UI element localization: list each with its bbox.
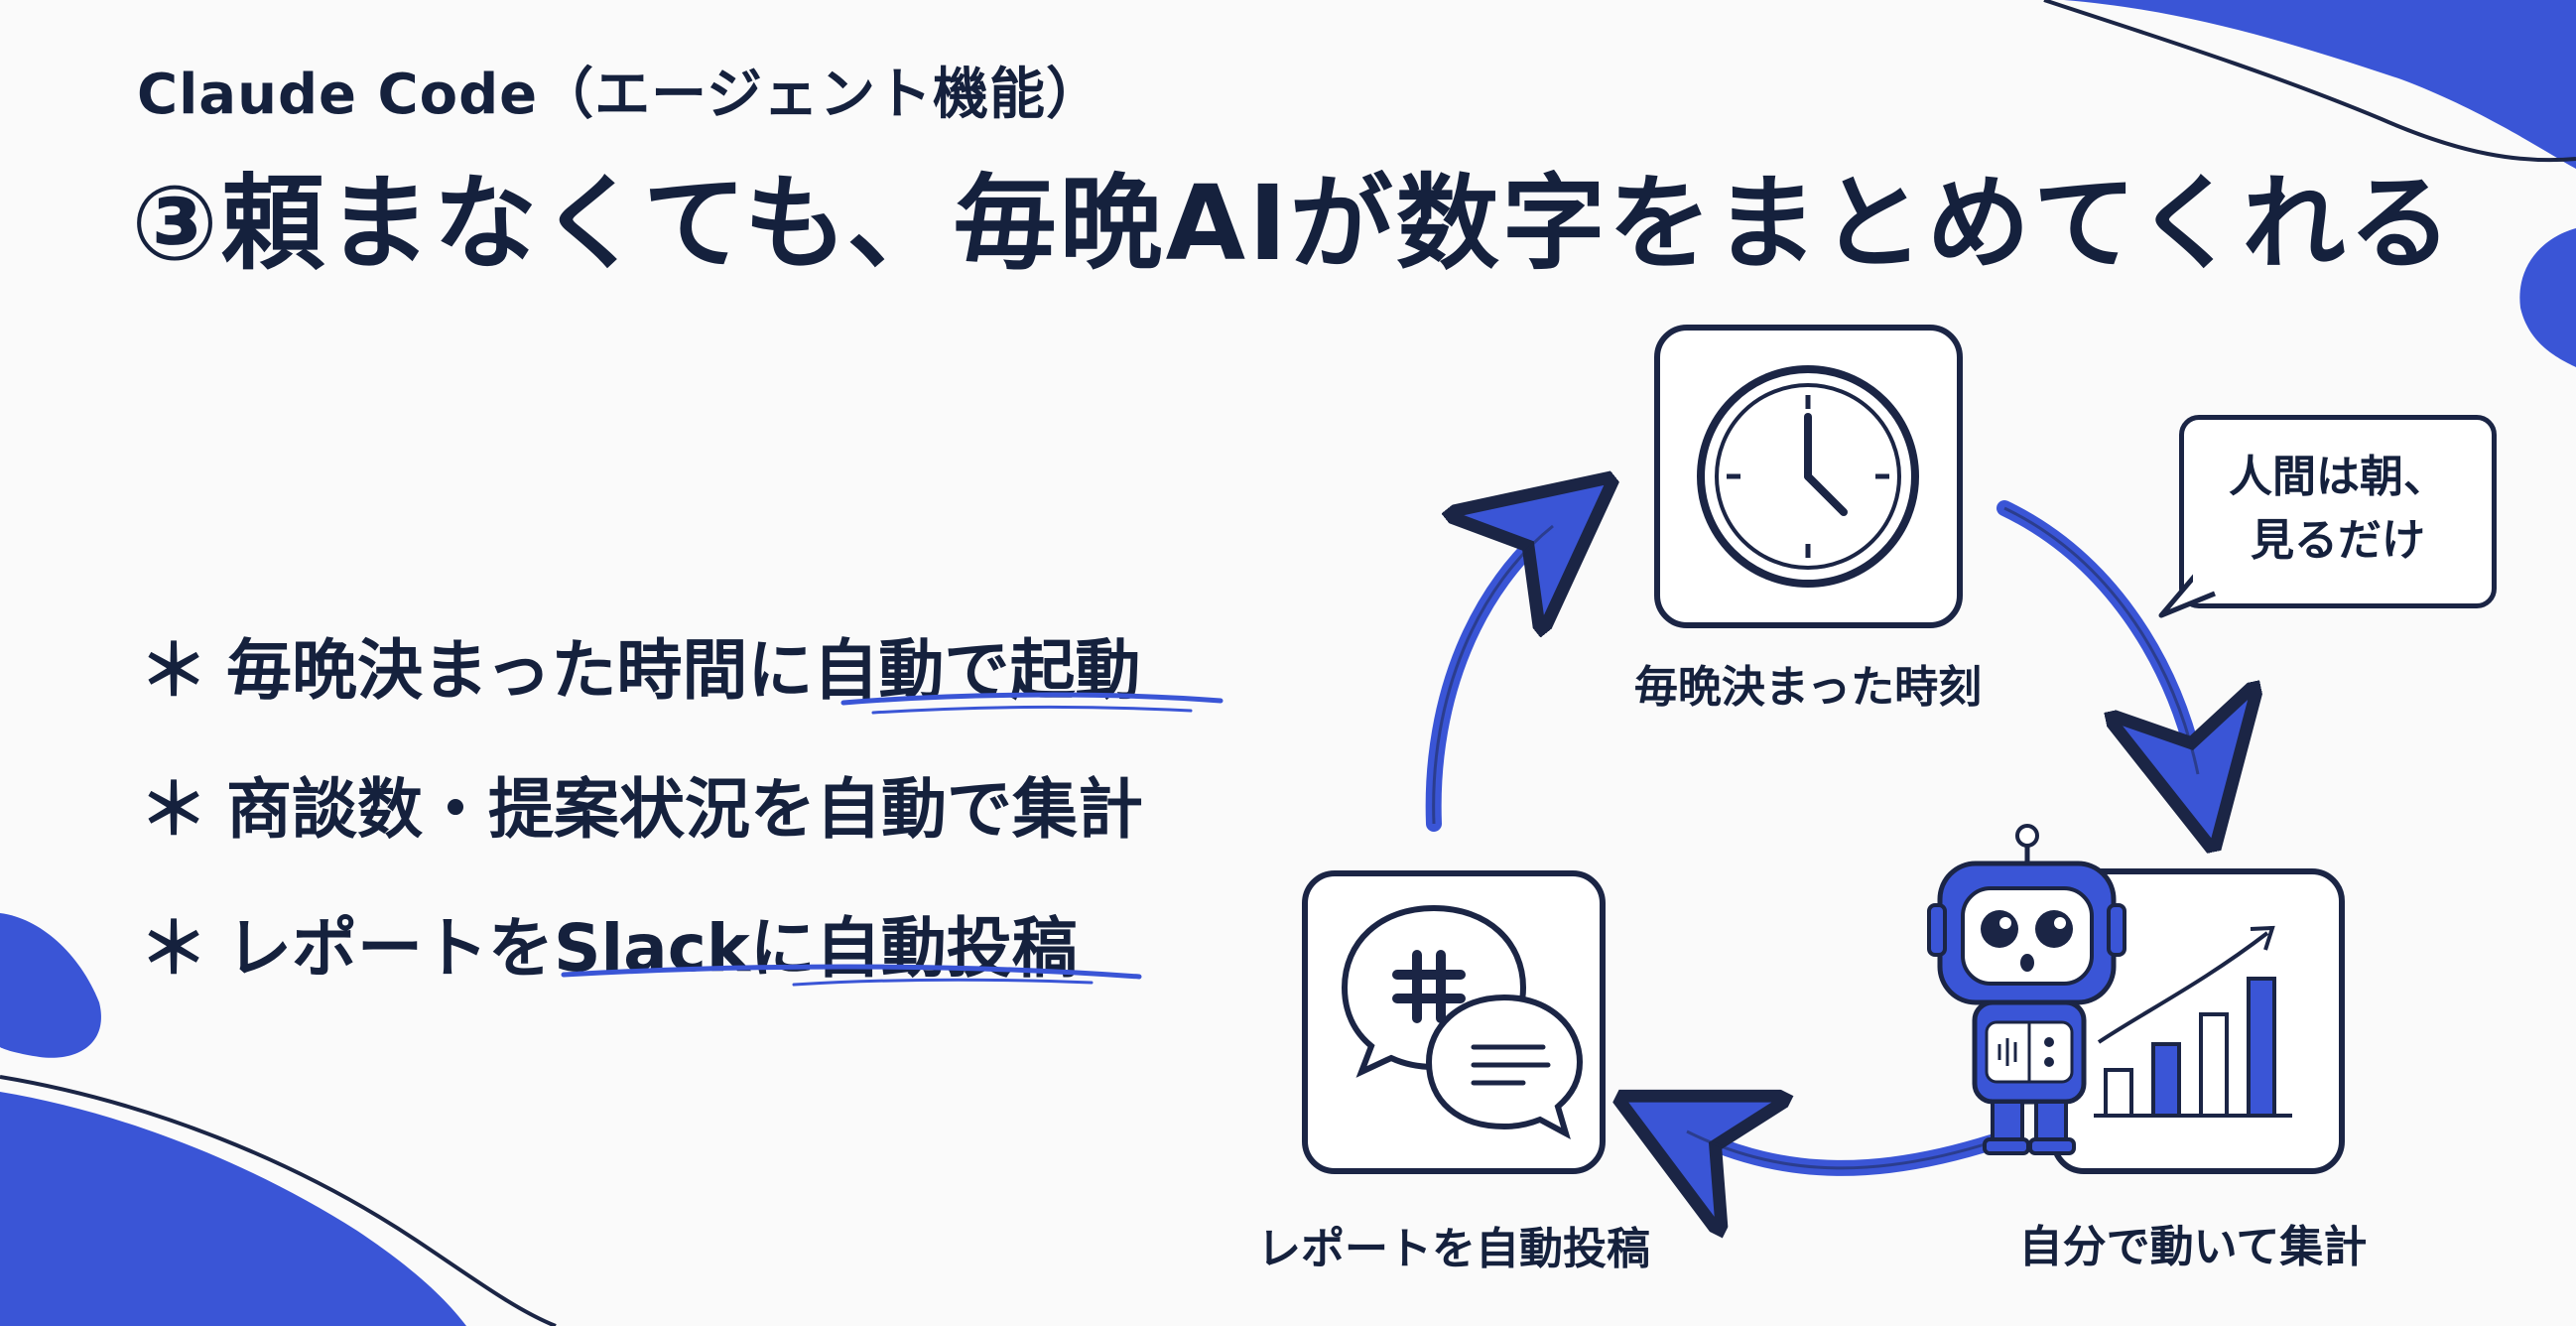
bullet-marker: ＊ [139, 629, 208, 712]
bottom-left-curve [0, 1075, 557, 1326]
bullet-list: ＊ 毎晩決まった時間に自動で起動 ＊ 商談数・提案状況を自動で集計 ＊ レポート… [139, 596, 1143, 1012]
bullet-item: ＊ 商談数・提案状況を自動で集計 [139, 734, 1143, 873]
arrow-clock-to-robot [1996, 500, 2198, 774]
page-title: ③頼まなくても、毎晩AIが数字をまとめてくれる [131, 163, 2455, 284]
step-label-auto-post: レポートを自動投稿 [1257, 1224, 1650, 1274]
bullet-text: レポートをSlackに自動投稿 [226, 910, 1078, 987]
bullet-item: ＊ レポートをSlackに自動投稿 [139, 873, 1143, 1012]
top-right-blob [2064, 0, 2576, 169]
chat-bubble-icon [1341, 904, 1584, 1140]
top-right-curve [2043, 0, 2576, 163]
subtitle: Claude Code（エージェント機能） [137, 63, 1103, 127]
speech-bubble: 人間は朝、 見るだけ [2179, 415, 2497, 608]
step-label-auto-aggregate: 自分で動いて集計 [2018, 1222, 2368, 1272]
bullet-text: 商談数・提案状況を自動で集計 [226, 771, 1143, 848]
arrow-report-to-clock [1425, 526, 1553, 832]
bubble-line-1: 人間は朝、 [2229, 452, 2447, 502]
clock-icon [1697, 365, 1919, 588]
bar-chart-icon [2094, 925, 2292, 1118]
slack-icon [1392, 950, 1466, 1023]
underline-slack-post [561, 964, 1142, 980]
underline-slack-post-2 [792, 978, 1094, 987]
bullet-item: ＊ 毎晩決まった時間に自動で起動 [139, 596, 1143, 734]
bottom-left-blob [0, 1092, 466, 1326]
step-label-scheduled-time: 毎晩決まった時刻 [1633, 662, 1983, 713]
bullet-marker: ＊ [139, 768, 208, 851]
speech-bubble-tail [2158, 569, 2217, 618]
robot-icon [1927, 824, 2126, 1155]
right-edge-blob [2519, 228, 2576, 367]
bullet-marker: ＊ [139, 907, 208, 990]
underline-auto-start [840, 692, 1224, 706]
bubble-line-2: 見るだけ [2251, 515, 2425, 566]
left-edge-blob [0, 913, 101, 1058]
underline-auto-start-2 [871, 705, 1193, 715]
